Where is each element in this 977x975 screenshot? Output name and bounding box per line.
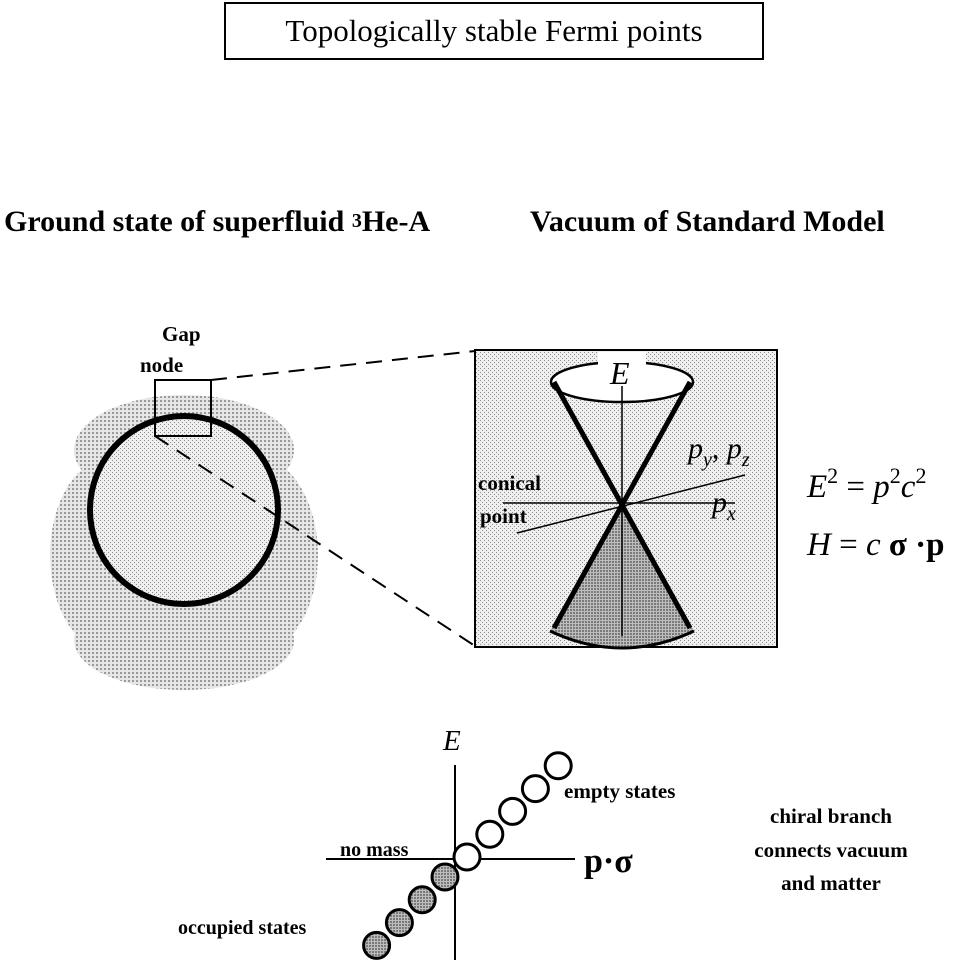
fermi-sphere <box>87 413 281 607</box>
occupied-state-circle <box>430 862 460 892</box>
conical-label-line2: point <box>480 504 527 528</box>
occupied-state-circle <box>407 885 437 915</box>
zoom-line-bottom <box>154 435 476 647</box>
empty-state-circle <box>475 819 505 849</box>
chiral-note-line1: chiral branch <box>770 804 892 828</box>
left-heading-prefix: Ground state of superfluid <box>4 205 352 238</box>
empty-states-label: empty states <box>564 779 675 803</box>
cone-energy-label: E <box>609 355 630 391</box>
hamiltonian-equation: H = c σ ·p <box>806 527 944 563</box>
states-group <box>362 751 573 960</box>
empty-state-circle <box>520 774 550 804</box>
gap-node-label-line1: Gap <box>162 322 201 346</box>
page-title: Topologically stable Fermi points <box>285 13 703 48</box>
title-box: Topologically stable Fermi points <box>224 2 764 60</box>
left-heading: Ground state of superfluid 3He-A <box>4 205 430 239</box>
occupied-states-label: occupied states <box>178 917 307 939</box>
longitudinal-momentum-label: px <box>710 486 736 525</box>
zoom-line-top <box>210 350 476 381</box>
gap-node-label-line2: node <box>140 353 183 377</box>
left-heading-suffix: He-A <box>361 205 431 238</box>
left-heading-superscript: 3 <box>351 210 362 232</box>
occupied-state-circle <box>384 908 414 938</box>
chiral-note-line3: and matter <box>781 871 881 895</box>
gap-node-box <box>154 379 212 437</box>
transverse-momentum-label: py, pz <box>686 432 750 471</box>
dispersion-equation: E2 = p2c2 <box>806 463 926 505</box>
occupied-state-circle <box>362 930 392 960</box>
empty-state-circle <box>543 751 573 781</box>
lower-cone-rim <box>549 629 695 650</box>
branch-energy-label: E <box>442 725 461 757</box>
empty-state-circle <box>452 842 482 872</box>
empty-state-circle <box>498 796 528 826</box>
branch-momentum-label: p·σ <box>584 843 633 880</box>
conical-label-line1: conical <box>478 471 541 495</box>
right-heading: Vacuum of Standard Model <box>530 205 885 238</box>
transverse-axis-line <box>516 474 746 534</box>
gap-shade-bottom <box>74 590 294 690</box>
cone-panel: E py, pz px conical point <box>474 349 778 650</box>
energy-label-backdrop <box>598 352 646 386</box>
no-mass-label: no mass <box>340 839 409 861</box>
chiral-note-line2: connects vacuum <box>754 838 908 862</box>
chiral-branch-plot: E p·σ no mass empty states occupied stat… <box>178 725 675 960</box>
fermi-sphere-group <box>50 379 318 690</box>
